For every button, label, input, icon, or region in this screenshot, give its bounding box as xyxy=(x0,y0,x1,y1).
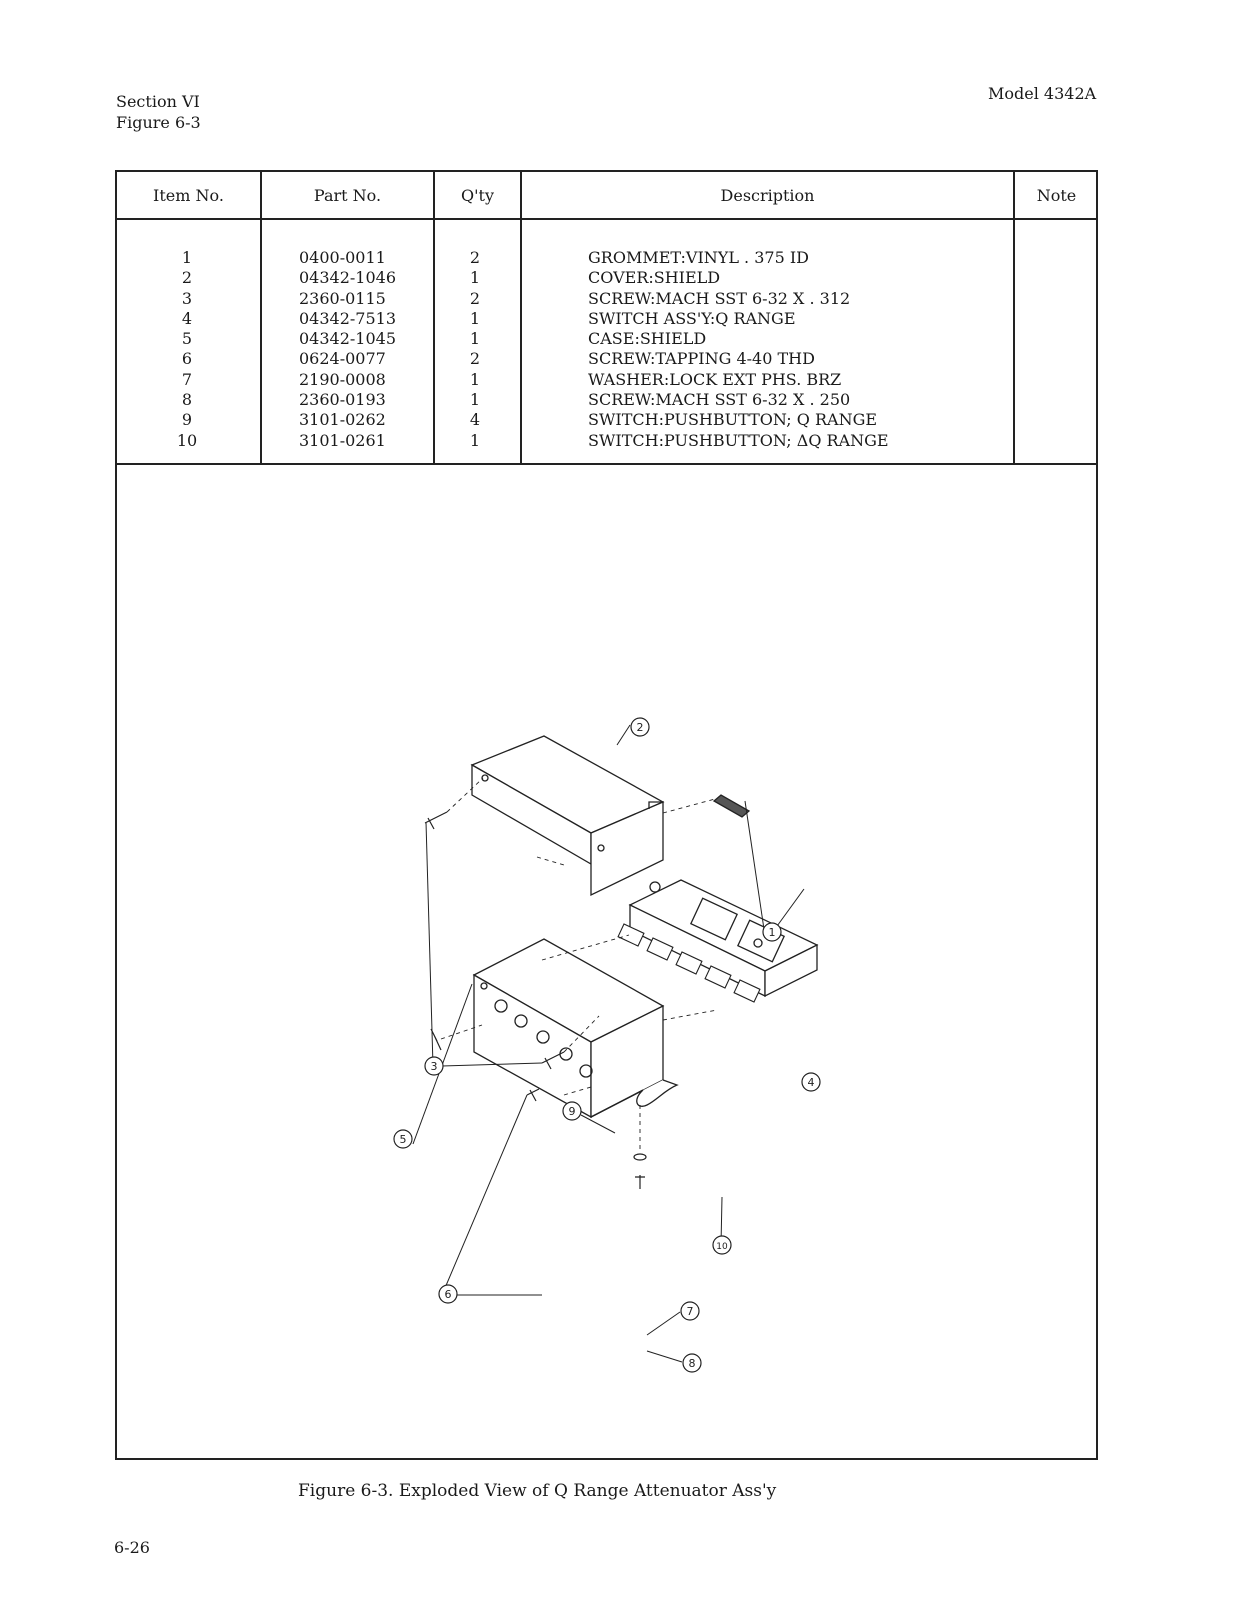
cell-qty: 4 xyxy=(469,410,481,430)
cell-description: GROMMET:VINYL . 375 ID xyxy=(588,248,809,267)
leader-lines xyxy=(412,724,805,1363)
column-header-item: Item No. xyxy=(153,186,224,205)
callout-label: 8 xyxy=(689,1357,696,1370)
cell-part: 0400-0011 xyxy=(299,248,386,267)
callout-label: 4 xyxy=(808,1076,815,1089)
section-label: Section VI xyxy=(116,92,200,111)
cell-qty: 1 xyxy=(469,390,481,410)
cell-part: 3101-0261 xyxy=(299,430,386,450)
cell-qty: 1 xyxy=(469,308,481,328)
callout-label: 2 xyxy=(637,721,644,734)
cell-qty: 1 xyxy=(469,430,481,450)
cell-description: SWITCH:PUSHBUTTON; Q RANGE xyxy=(588,410,878,430)
exploded-view-drawing: 1 2 3 4 5 6 7 8 9 10 xyxy=(393,717,821,1373)
callout-6: 6 xyxy=(438,1284,458,1304)
screws xyxy=(424,811,647,1189)
page-number: 6-26 xyxy=(114,1538,150,1557)
header-divider xyxy=(117,218,1096,220)
callout-3: 3 xyxy=(424,1056,444,1076)
cell-part: 2190-0008 xyxy=(299,369,386,389)
callout-9: 9 xyxy=(562,1101,582,1121)
callout-2: 2 xyxy=(630,717,650,737)
column-header-part: Part No. xyxy=(313,186,382,205)
callout-1: 1 xyxy=(762,922,782,942)
cell-item: 9 xyxy=(181,410,193,430)
callout-label: 10 xyxy=(716,1242,728,1252)
assembly-lines xyxy=(440,777,718,1153)
cell-description: SWITCH:PUSHBUTTON; ΔQ RANGE xyxy=(588,430,889,450)
callout-label: 5 xyxy=(400,1133,407,1146)
cell-qty: 1 xyxy=(469,369,481,389)
callout-10: 10 xyxy=(712,1235,732,1255)
callout-label: 9 xyxy=(569,1105,576,1118)
cell-item: 8 xyxy=(181,390,193,410)
callout-4: 4 xyxy=(801,1072,821,1092)
cell-part: 0624-0077 xyxy=(299,349,386,369)
callout-7: 7 xyxy=(680,1301,700,1321)
cell-part: 04342-1045 xyxy=(299,329,397,349)
cell-part: 2360-0115 xyxy=(299,288,386,308)
switch-assembly xyxy=(617,879,819,1003)
cell-item: 4 xyxy=(181,308,193,328)
cell-description: SWITCH ASS'Y:Q RANGE xyxy=(588,308,796,328)
cell-description: WASHER:LOCK EXT PHS. BRZ xyxy=(588,369,842,389)
parts-table-frame: Item No. Part No. Q'ty Description Note … xyxy=(115,170,1098,1460)
cell-qty: 2 xyxy=(469,349,481,369)
column-header-note: Note xyxy=(1036,186,1077,205)
column-divider xyxy=(520,172,522,464)
callout-label: 3 xyxy=(431,1060,438,1073)
cell-description: SCREW:MACH SST 6-32 X . 250 xyxy=(588,390,851,410)
column-divider xyxy=(433,172,435,464)
cell-item: 5 xyxy=(181,329,193,349)
cell-part: 2360-0193 xyxy=(299,390,386,410)
cell-item: 6 xyxy=(181,349,193,369)
callout-label: 7 xyxy=(687,1305,694,1318)
column-header-qty: Q'ty xyxy=(461,186,494,205)
cell-item: 1 xyxy=(181,248,193,267)
figure-reference: Figure 6-3 xyxy=(116,113,201,132)
case-shield xyxy=(472,938,679,1119)
figure-caption: Figure 6-3. Exploded View of Q Range Att… xyxy=(298,1481,777,1501)
cell-description: COVER:SHIELD xyxy=(588,268,721,288)
cell-description: SCREW:MACH SST 6-32 X . 312 xyxy=(588,288,851,308)
cell-description: SCREW:TAPPING 4-40 THD xyxy=(588,349,815,369)
column-divider xyxy=(260,172,262,464)
cell-item: 7 xyxy=(181,369,193,389)
cell-qty: 2 xyxy=(469,288,481,308)
callout-label: 6 xyxy=(445,1288,452,1301)
cell-description: CASE:SHIELD xyxy=(588,329,707,349)
cover-shield xyxy=(470,735,665,897)
column-header-description: Description xyxy=(720,186,815,205)
cell-qty: 1 xyxy=(469,268,481,288)
callout-5: 5 xyxy=(393,1129,413,1149)
cell-qty: 2 xyxy=(469,248,481,267)
table-bottom-rule xyxy=(117,463,1096,465)
cell-part: 3101-0262 xyxy=(299,410,386,430)
column-divider xyxy=(1013,172,1015,464)
cell-qty: 1 xyxy=(469,329,481,349)
callout-8: 8 xyxy=(682,1353,702,1373)
cell-item: 2 xyxy=(181,268,193,288)
cell-item: 10 xyxy=(176,430,198,450)
callout-label: 1 xyxy=(769,926,776,939)
cell-item: 3 xyxy=(181,288,193,308)
grommet xyxy=(712,794,751,818)
cell-part: 04342-1046 xyxy=(299,268,397,288)
cell-part: 04342-7513 xyxy=(299,308,397,328)
model-label: Model 4342A xyxy=(988,84,1097,103)
